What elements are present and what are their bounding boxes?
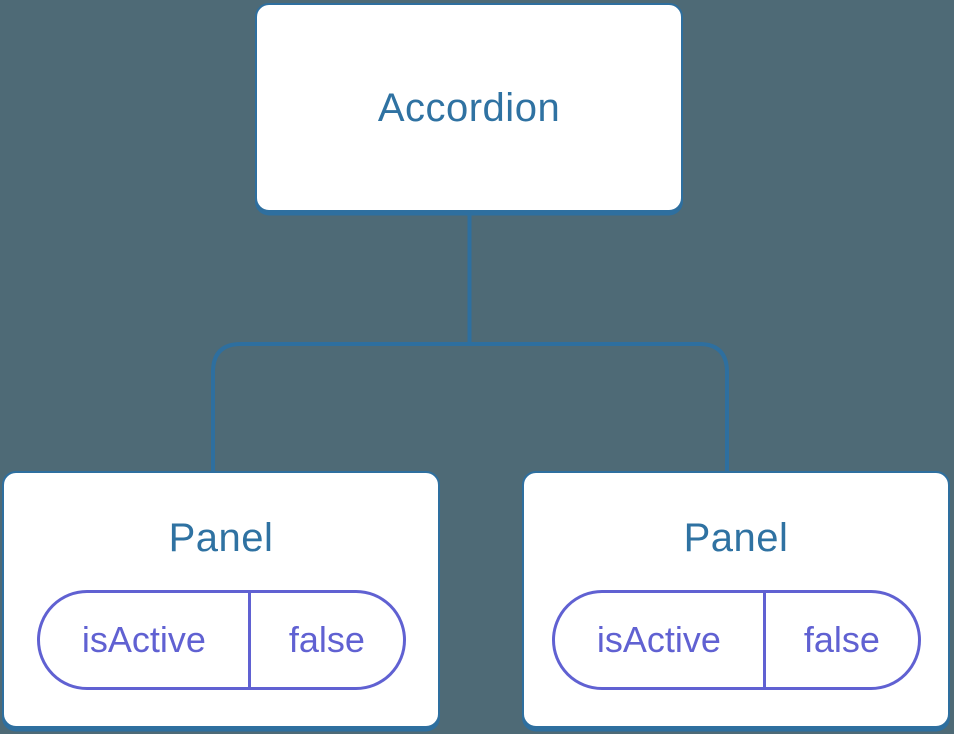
accordion-node-label: Accordion	[377, 85, 561, 130]
state-key: isActive	[555, 593, 767, 687]
accordion-node: Accordion	[255, 3, 683, 212]
panel-node-label: Panel	[683, 516, 789, 560]
state-key: isActive	[40, 593, 252, 687]
state-value: false	[803, 619, 880, 660]
connector-branch-bracket	[211, 342, 729, 478]
panel-node-left: Panel isActive false	[2, 471, 440, 728]
state-value: false	[288, 619, 365, 660]
panel-node-right: Panel isActive false	[522, 471, 950, 728]
state-pill: isActive false	[551, 590, 921, 690]
state-pill: isActive false	[36, 590, 406, 690]
panel-node-label: Panel	[168, 516, 274, 560]
